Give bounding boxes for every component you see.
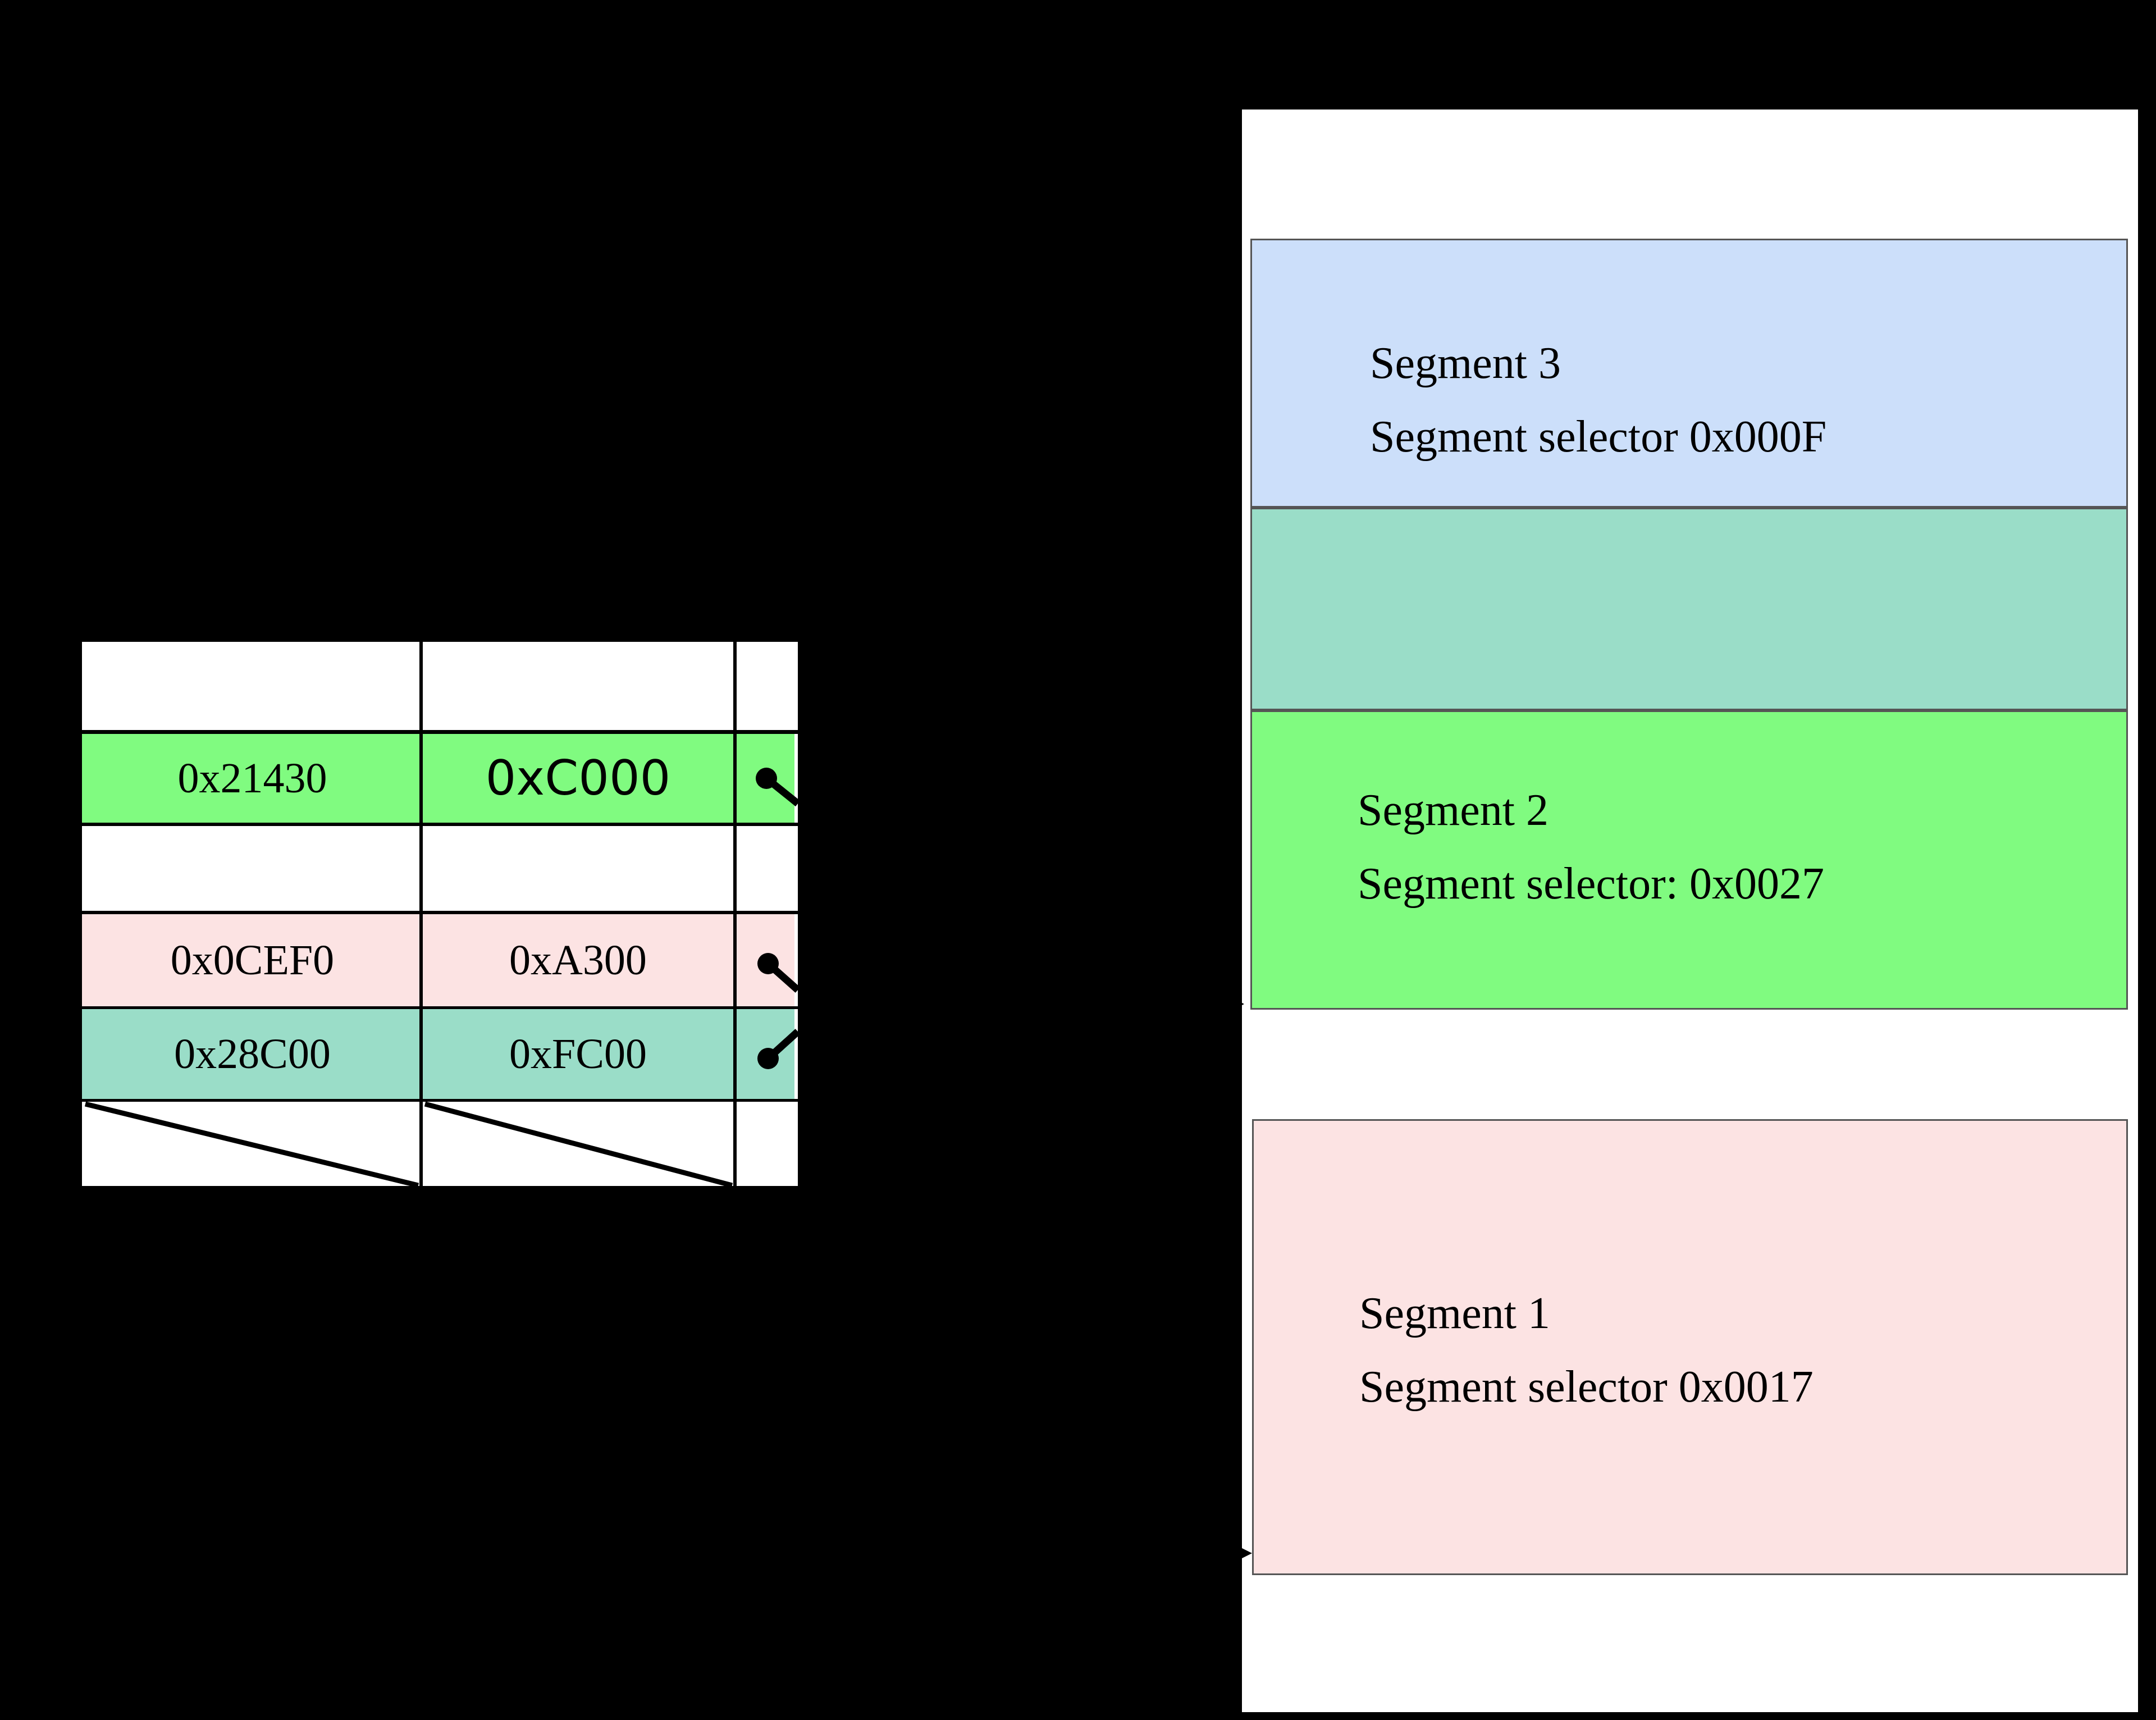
table-row-highlight-pink bbox=[82, 914, 794, 1006]
segment-1-label: Segment 1 bbox=[1359, 1289, 1550, 1338]
table-grid-line bbox=[82, 1186, 798, 1189]
segment-2-selector: Segment selector: 0x0027 bbox=[1358, 859, 1824, 909]
table-grid-line bbox=[82, 911, 798, 914]
table-grid-line bbox=[82, 1099, 798, 1102]
table-grid-line bbox=[82, 730, 798, 734]
segment-2-box: Segment 2 Segment selector: 0x0027 bbox=[1250, 710, 2128, 1010]
table-row-highlight-teal bbox=[82, 1009, 794, 1099]
segment-1-selector: Segment selector 0x0017 bbox=[1359, 1362, 1814, 1412]
segment-3-label: Segment 3 bbox=[1370, 339, 1561, 388]
limit-cell-row-green: 0xC000 bbox=[485, 750, 671, 806]
limit-cell-row-pink: 0xA300 bbox=[509, 936, 647, 984]
unlabeled-teal-segment-box bbox=[1250, 508, 2128, 710]
limit-cell-row-teal: 0xFC00 bbox=[509, 1030, 647, 1078]
table-grid-line bbox=[419, 642, 423, 1189]
table-grid-line bbox=[82, 1006, 798, 1009]
segment-1-box: Segment 1 Segment selector 0x0017 bbox=[1252, 1119, 2128, 1575]
table-grid-line bbox=[82, 823, 798, 826]
base-cell-row-teal: 0x28C00 bbox=[174, 1030, 331, 1078]
segment-3-box: Segment 3 Segment selector 0x000F bbox=[1250, 239, 2128, 508]
base-cell-row-pink: 0x0CEF0 bbox=[170, 936, 335, 984]
table-row-highlight-green bbox=[82, 734, 794, 823]
table-grid-line bbox=[733, 642, 737, 1189]
segment-2-label: Segment 2 bbox=[1358, 786, 1549, 835]
segment-3-selector: Segment selector 0x000F bbox=[1370, 412, 1827, 462]
base-cell-row-green: 0x21430 bbox=[177, 754, 327, 802]
